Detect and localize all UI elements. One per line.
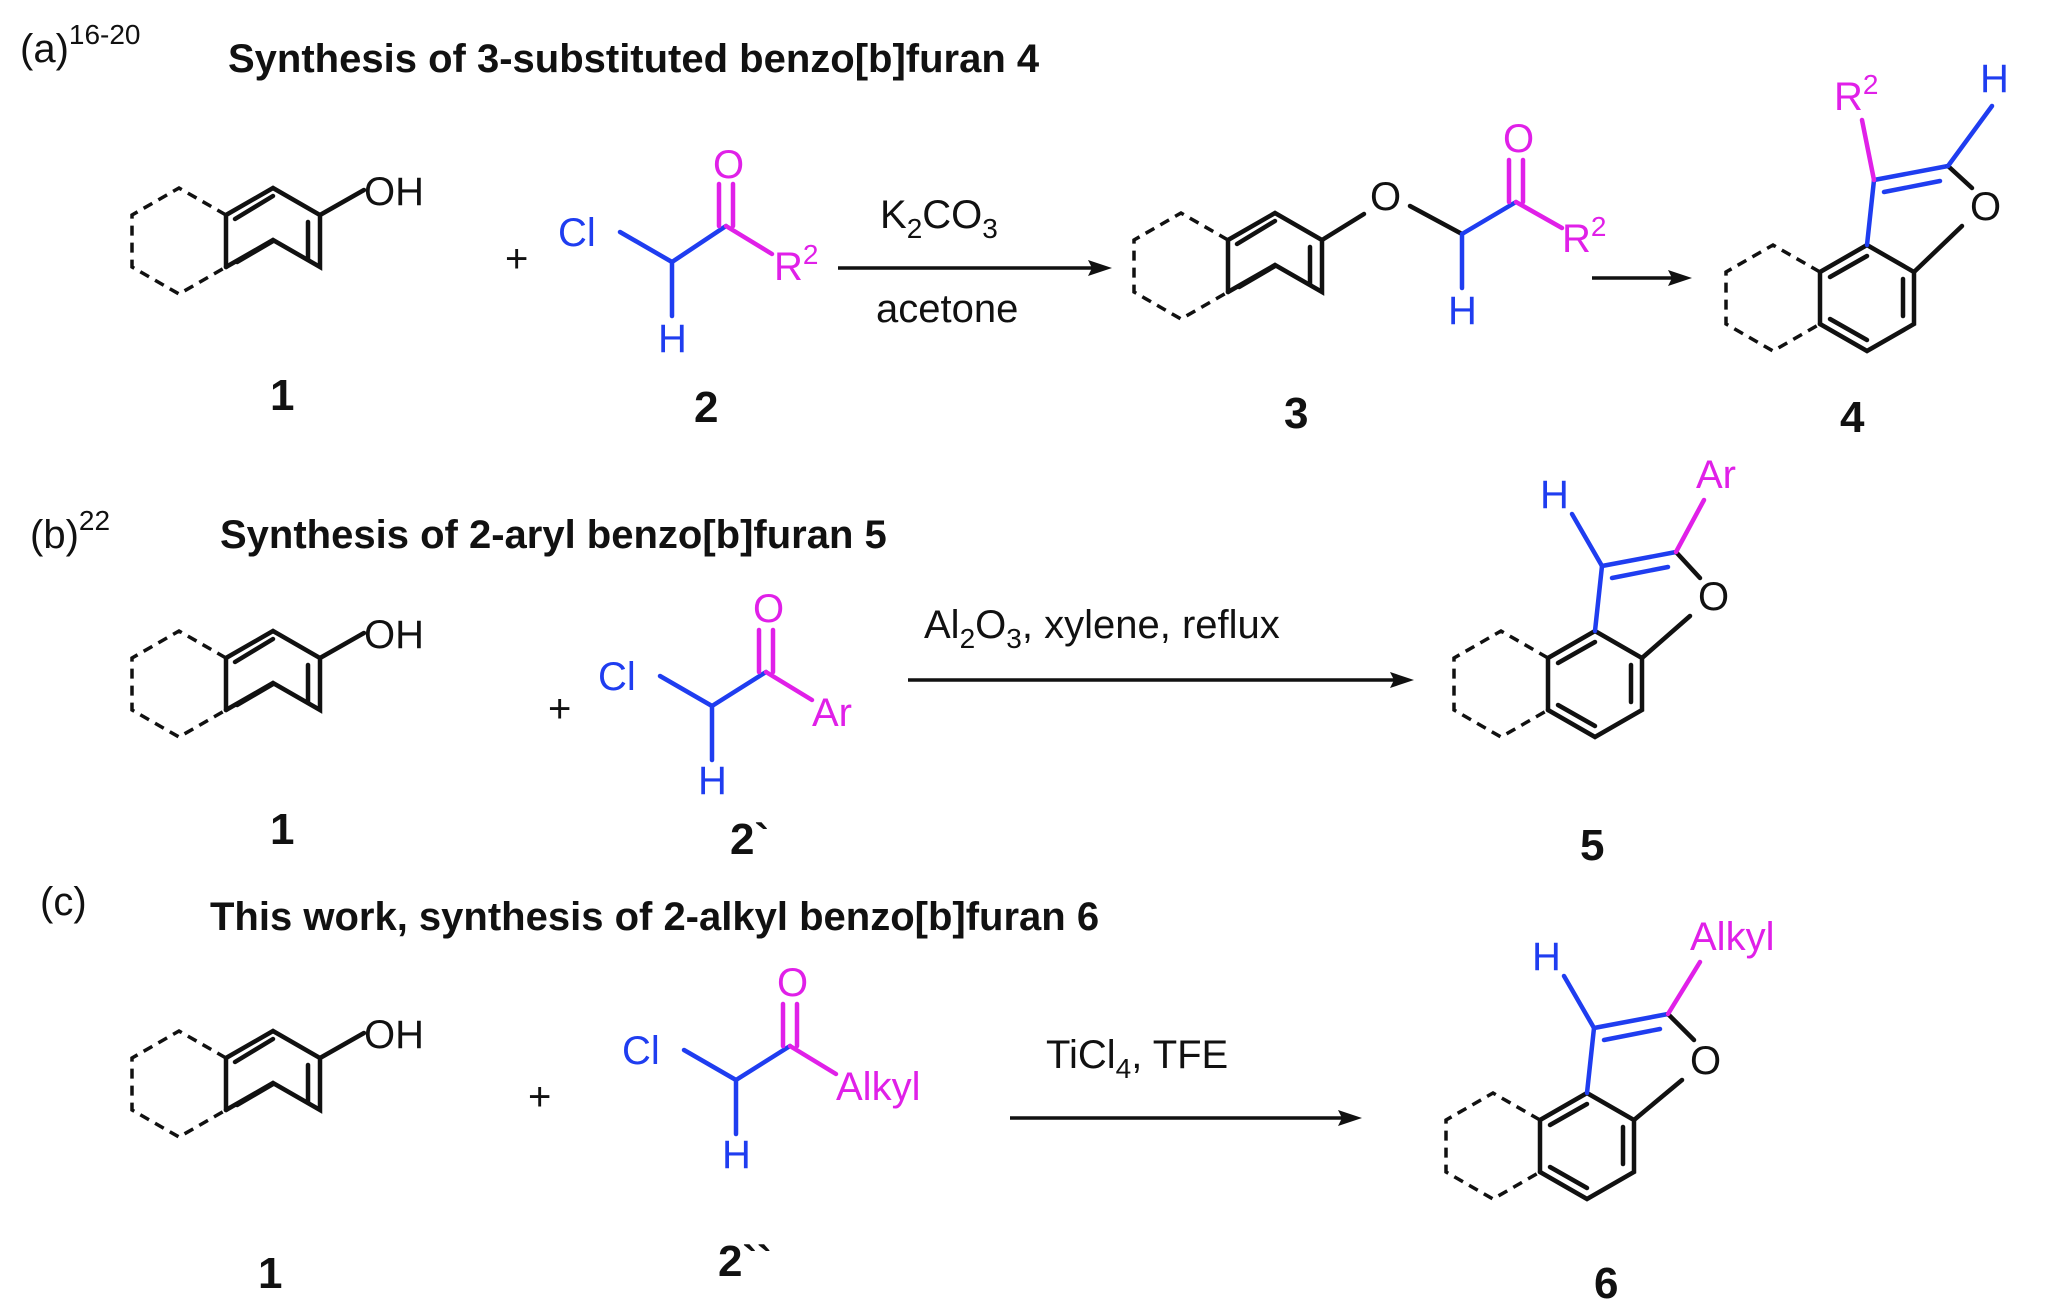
o-label-c: O: [777, 961, 808, 1005]
arrow-a2: [1592, 270, 1692, 286]
r2-label-a: R2: [774, 239, 818, 289]
conditions-a-top: K2CO3: [880, 193, 998, 244]
compound-3-label: 3: [1284, 389, 1308, 438]
arrow-b: [908, 672, 1414, 688]
cl-label-a: Cl: [558, 211, 596, 255]
arrow-a: [838, 260, 1112, 276]
compound-4-label: 4: [1840, 393, 1865, 442]
h-label-a: H: [658, 317, 687, 361]
compound-2-double-prime-label: 2``: [718, 1237, 772, 1286]
compound-6-label: 6: [1594, 1259, 1618, 1308]
compound-1-label-b: 1: [270, 805, 294, 854]
chloroketone-2-prime: Cl H O Ar: [598, 587, 852, 803]
cl-label-b: Cl: [598, 655, 636, 699]
naphthol-b: OH: [130, 613, 424, 740]
furan-o-label-4: O: [1970, 185, 2001, 229]
intermediate-3: O H O R2: [1132, 117, 1606, 333]
naphthol-a: OH: [130, 170, 424, 297]
panel-c: (c) This work, synthesis of 2-alkyl benz…: [40, 880, 1774, 1308]
compound-1-label-c: 1: [258, 1249, 282, 1298]
chloroketone-2: Cl H O R2: [558, 143, 818, 361]
arrow-c: [1010, 1110, 1362, 1126]
product-4: O R2 H: [1724, 57, 2009, 354]
product-6: O H Alkyl: [1444, 915, 1774, 1202]
alkyl-label-c: Alkyl: [836, 1065, 920, 1109]
o-label-a: O: [713, 143, 744, 187]
h-label-6: H: [1532, 935, 1561, 979]
h-label-c: H: [722, 1133, 751, 1177]
compound-5-label: 5: [1580, 821, 1604, 870]
plus-b: +: [548, 687, 571, 731]
ar-label-b: Ar: [812, 691, 852, 735]
oh-label-c: OH: [364, 1013, 424, 1057]
h-label-5: H: [1540, 473, 1569, 517]
panel-b-tag: (b)22: [30, 505, 110, 557]
h-label-4: H: [1980, 57, 2009, 101]
compound-2-prime-label: 2`: [730, 815, 769, 864]
panel-b-title: Synthesis of 2-aryl benzo[b]furan 5: [220, 513, 887, 557]
panel-c-tag: (c): [40, 880, 87, 924]
panel-a-tag: (a)16-20: [20, 19, 141, 71]
oh-label-a: OH: [364, 170, 424, 214]
r2-label-4: R2: [1834, 69, 1878, 119]
ar-label-5: Ar: [1696, 453, 1736, 497]
ether-o-label: O: [1370, 175, 1401, 219]
furan-o-label-5: O: [1698, 575, 1729, 619]
h-label-int: H: [1448, 289, 1477, 333]
h-label-b: H: [698, 759, 727, 803]
panel-b: (b)22 Synthesis of 2-aryl benzo[b]furan …: [30, 453, 1736, 870]
plus-a: +: [505, 237, 528, 281]
conditions-a-bottom: acetone: [876, 287, 1018, 331]
carbonyl-o-label-int: O: [1503, 117, 1534, 161]
alkyl-label-6: Alkyl: [1690, 915, 1774, 959]
o-label-b: O: [753, 587, 784, 631]
conditions-c: TiCl4, TFE: [1046, 1033, 1228, 1084]
compound-1-label-a: 1: [270, 371, 294, 420]
product-5: O H Ar: [1452, 453, 1736, 740]
chloroketone-2-double-prime: Cl H O Alkyl: [622, 961, 920, 1177]
compound-2-label: 2: [694, 383, 718, 432]
furan-o-label-6: O: [1690, 1039, 1721, 1083]
panel-c-title: This work, synthesis of 2-alkyl benzo[b]…: [210, 895, 1099, 939]
r2-label-int: R2: [1562, 211, 1606, 261]
cl-label-c: Cl: [622, 1029, 660, 1073]
panel-a: (a)16-20 Synthesis of 3-substituted benz…: [20, 19, 2009, 442]
plus-c: +: [528, 1075, 551, 1119]
conditions-b: Al2O3, xylene, reflux: [924, 603, 1280, 654]
oh-label-b: OH: [364, 613, 424, 657]
panel-a-title: Synthesis of 3-substituted benzo[b]furan…: [228, 37, 1040, 81]
naphthol-c: OH: [130, 1013, 424, 1140]
